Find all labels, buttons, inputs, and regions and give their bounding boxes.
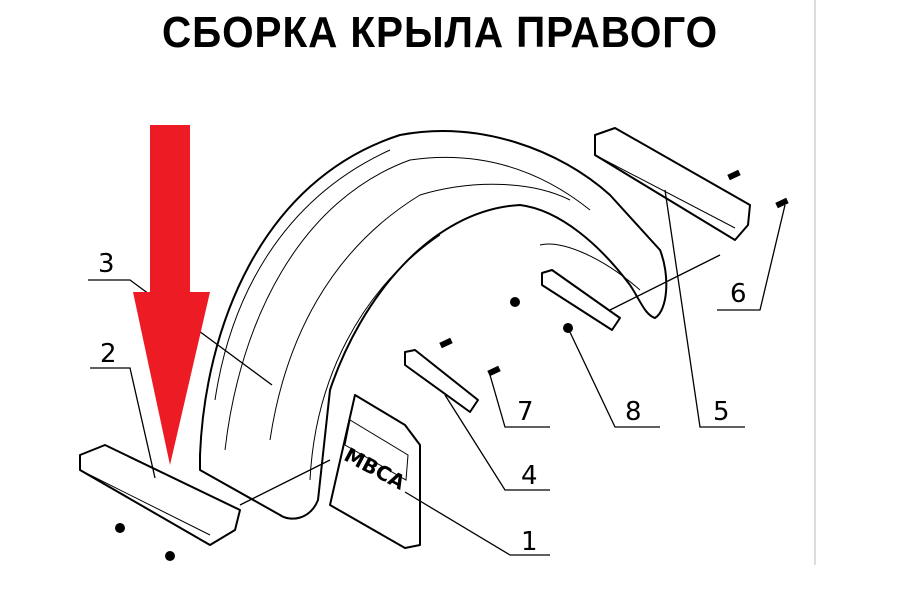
callout-3: 3 — [98, 249, 115, 279]
callout-leaders — [88, 189, 786, 556]
plate-part-8 — [541, 269, 621, 331]
callout-2: 2 — [100, 339, 117, 369]
callout-5: 5 — [713, 397, 730, 427]
callout-8: 8 — [625, 397, 642, 427]
fasteners — [115, 169, 789, 561]
callout-7: 7 — [517, 397, 534, 427]
plate-part-4 — [404, 349, 479, 413]
mudflap-part-1: МВСА — [329, 394, 421, 549]
callout-6: 6 — [730, 279, 747, 309]
fender-part-3 — [199, 130, 668, 520]
red-arrow-icon — [133, 125, 210, 465]
bracket-part-2 — [79, 444, 241, 546]
callout-1: 1 — [521, 527, 538, 557]
drawing-title: СБОРКА КРЫЛА ПРАВОГО — [161, 8, 718, 57]
callout-4: 4 — [521, 461, 538, 491]
